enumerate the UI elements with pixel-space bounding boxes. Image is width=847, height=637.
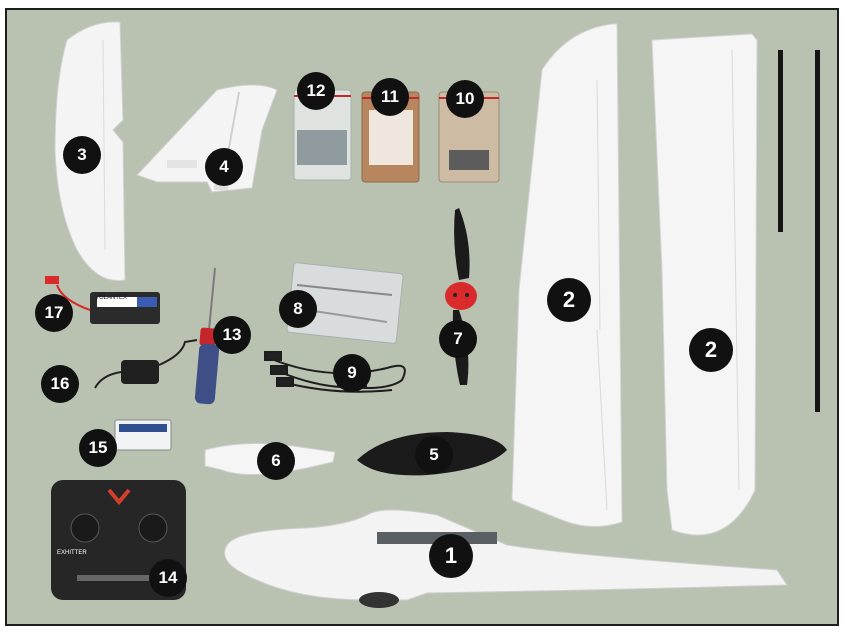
callout-17: 17 [35, 294, 73, 332]
transmitter-brand-label: EXHITTER [57, 550, 87, 556]
wing-left [511, 23, 623, 527]
callout-16: 16 [41, 365, 79, 403]
callout-6: 6 [257, 442, 295, 480]
lipo-battery [45, 276, 160, 324]
carbon-rod-short [778, 50, 783, 232]
callout-2-right-wing: 2 [689, 328, 733, 372]
propeller [445, 208, 477, 385]
callout-4: 4 [205, 148, 243, 186]
parts-photo: 1 2 2 3 4 5 6 7 8 9 10 11 12 13 14 15 16… [5, 8, 839, 626]
wing-right [651, 33, 758, 536]
callout-7: 7 [439, 320, 477, 358]
callout-9: 9 [333, 354, 371, 392]
callout-3: 3 [63, 136, 101, 174]
callout-13: 13 [213, 316, 251, 354]
callout-1: 1 [429, 534, 473, 578]
callout-15: 15 [79, 429, 117, 467]
balance-charger [114, 419, 172, 451]
callout-10: 10 [446, 80, 484, 118]
screwdriver [194, 267, 220, 405]
battery-brand-label: VOLANTEX [95, 295, 128, 301]
carbon-rod-long [815, 50, 820, 412]
callout-12: 12 [297, 72, 335, 110]
callout-8: 8 [279, 290, 317, 328]
foam-bag-11 [361, 91, 420, 183]
callout-11: 11 [371, 78, 409, 116]
callout-5: 5 [415, 436, 453, 474]
callout-2-left-wing: 2 [547, 278, 591, 322]
usb-charger [94, 339, 198, 389]
callout-14: 14 [149, 559, 187, 597]
